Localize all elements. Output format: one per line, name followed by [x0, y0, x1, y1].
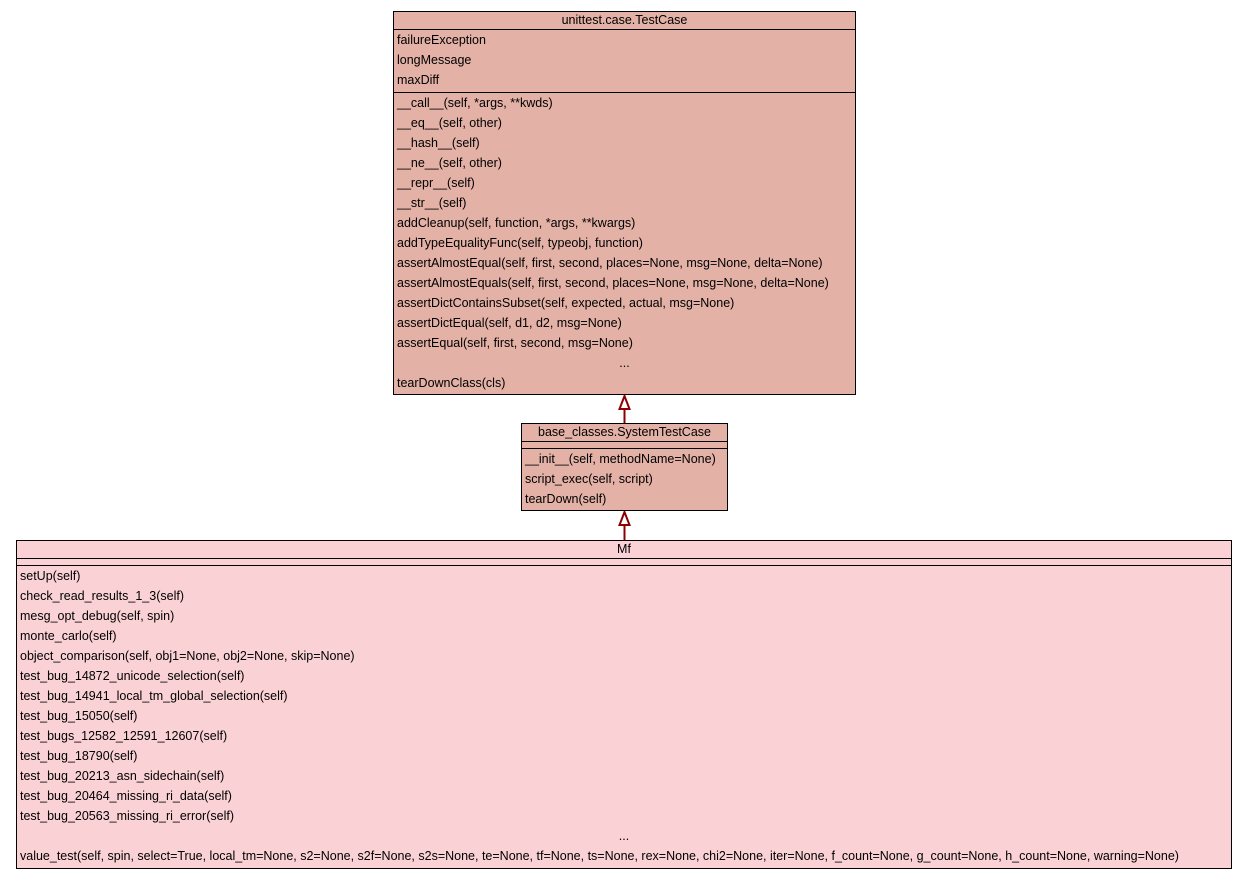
attributes-section: failureException longMessage maxDiff: [394, 30, 855, 93]
inheritance-arrow-mf-to-systest: [618, 509, 631, 540]
method: test_bug_20213_asn_sidechain(self): [20, 769, 225, 783]
method: addTypeEqualityFunc(self, typeobj, funct…: [397, 236, 643, 250]
method: monte_carlo(self): [20, 629, 117, 643]
method: assertAlmostEqual(self, first, second, p…: [397, 256, 823, 270]
method: object_comparison(self, obj1=None, obj2=…: [20, 649, 355, 663]
attributes-section: [522, 442, 727, 449]
method: setUp(self): [20, 569, 81, 583]
method: test_bug_20563_missing_ri_error(self): [20, 809, 235, 823]
methods-section: __call__(self, *args, **kwds) __eq__(sel…: [394, 93, 855, 393]
method: test_bug_14872_unicode_selection(self): [20, 669, 245, 683]
attributes-section: [17, 559, 1231, 566]
method: test_bug_15050(self): [20, 709, 138, 723]
method: test_bug_20464_missing_ri_data(self): [20, 789, 232, 803]
method: script_exec(self, script): [525, 472, 653, 486]
methods-ellipsis: ...: [618, 829, 630, 843]
method: test_bug_18790(self): [20, 749, 138, 763]
method: assertDictEqual(self, d1, d2, msg=None): [397, 316, 622, 330]
method: __str__(self): [397, 196, 467, 210]
attribute: failureException: [397, 33, 486, 47]
inheritance-arrow-systest-to-testcase: [618, 393, 631, 423]
class-name: Mf: [17, 541, 1231, 559]
method: test_bugs_12582_12591_12607(self): [20, 729, 228, 743]
method: tearDownClass(cls): [397, 376, 506, 390]
class-name: unittest.case.TestCase: [394, 12, 855, 30]
method: __init__(self, methodName=None): [525, 452, 716, 466]
class-box-systemtestcase: base_classes.SystemTestCase __init__(sel…: [521, 423, 728, 511]
methods-ellipsis: ...: [619, 356, 630, 370]
attribute: maxDiff: [397, 73, 440, 87]
method: value_test(self, spin, select=True, loca…: [20, 849, 1179, 863]
method: test_bug_14941_local_tm_global_selection…: [20, 689, 288, 703]
methods-section: __init__(self, methodName=None) script_e…: [522, 449, 727, 509]
class-box-mf: Mf setUp(self) check_read_results_1_3(se…: [16, 540, 1232, 869]
method: check_read_results_1_3(self): [20, 589, 184, 603]
method: mesg_opt_debug(self, spin): [20, 609, 175, 623]
method: tearDown(self): [525, 492, 607, 506]
method: __hash__(self): [397, 136, 480, 150]
method: __call__(self, *args, **kwds): [397, 96, 553, 110]
class-name: base_classes.SystemTestCase: [522, 424, 727, 442]
method: addCleanup(self, function, *args, **kwar…: [397, 216, 636, 230]
method: __repr__(self): [397, 176, 475, 190]
class-box-testcase: unittest.case.TestCase failureException …: [393, 11, 856, 395]
method: assertDictContainsSubset(self, expected,…: [397, 296, 735, 310]
method: assertEqual(self, first, second, msg=Non…: [397, 336, 633, 350]
methods-section: setUp(self) check_read_results_1_3(self)…: [17, 566, 1231, 866]
attribute: longMessage: [397, 53, 472, 67]
method: assertAlmostEquals(self, first, second, …: [397, 276, 829, 290]
method: __ne__(self, other): [397, 156, 502, 170]
method: __eq__(self, other): [397, 116, 502, 130]
